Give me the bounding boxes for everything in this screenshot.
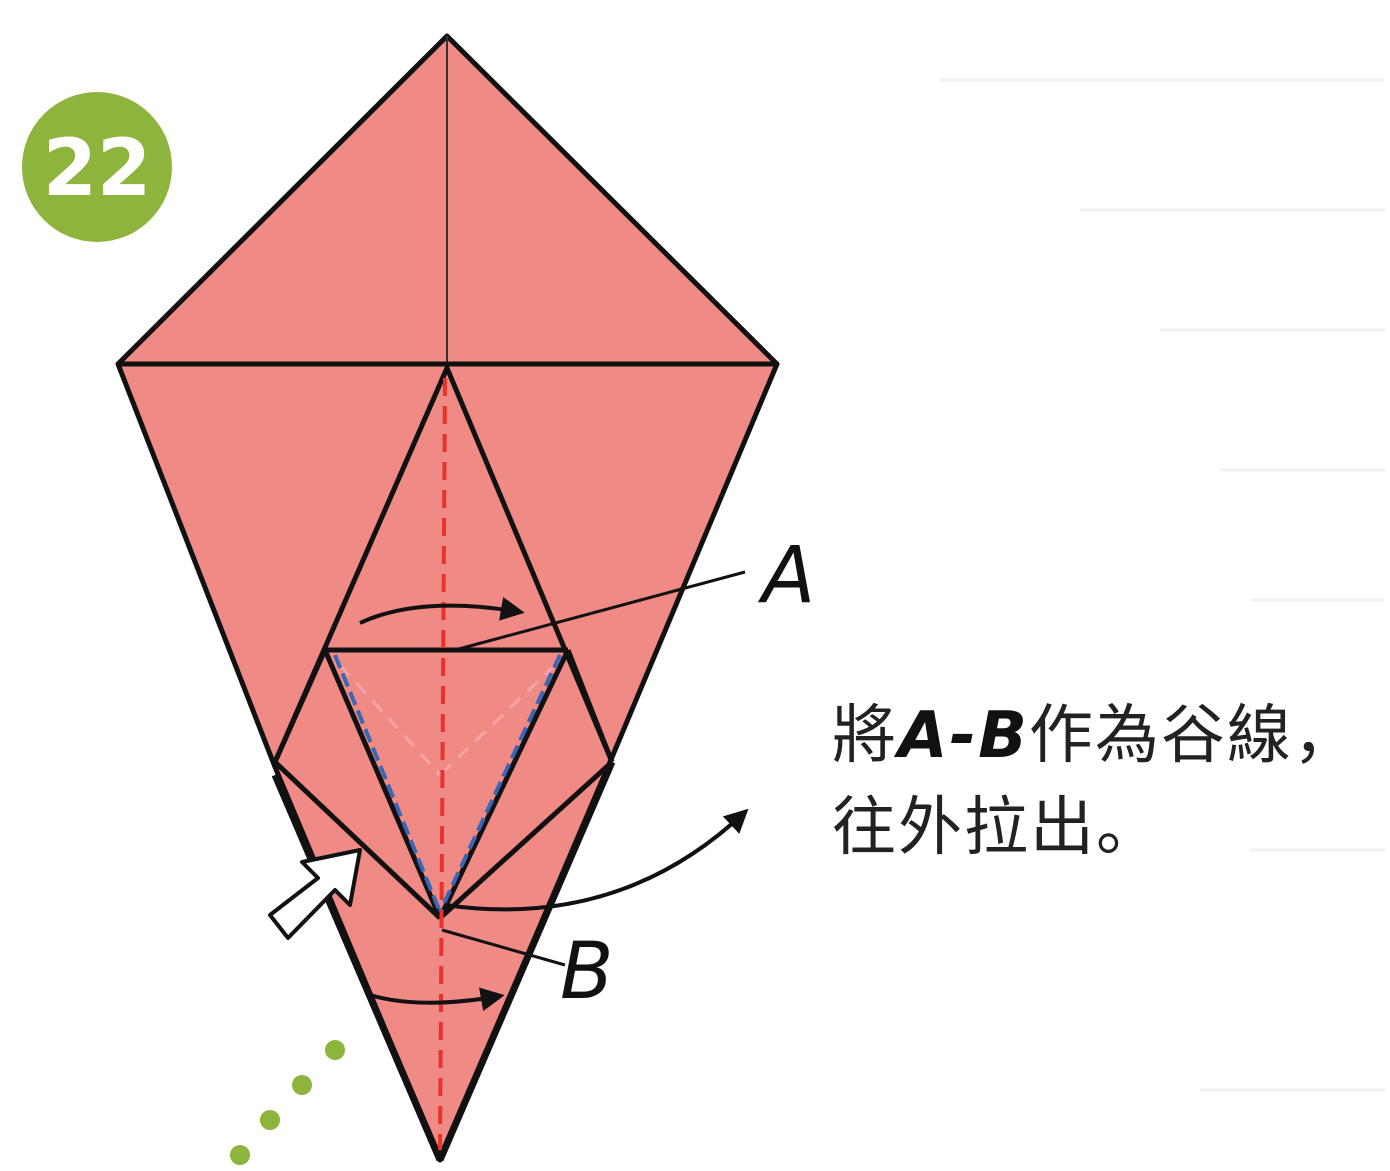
step-badge: 22 [22, 92, 172, 242]
label-b: B [560, 927, 614, 1017]
lower-fold-arrow [369, 987, 505, 1012]
paper-lower-body [115, 361, 780, 1163]
background-guide-lines [940, 78, 1385, 1092]
push-direction-arrow [268, 848, 362, 940]
pull-out-arrow [444, 808, 749, 912]
a-pointer-line [454, 570, 746, 652]
b-pointer-line [441, 928, 566, 967]
step-number: 22 [43, 124, 152, 214]
green-dotted-trail [230, 1040, 345, 1165]
valley-fold-lines [333, 654, 562, 913]
instruction-line-2: 往外拉出。 [832, 791, 1162, 865]
left-lower-edge [271, 773, 444, 1162]
instruction-line-1: 將A-B作為谷線， [832, 690, 1382, 782]
instruction-ab: A-B [898, 699, 1029, 773]
right-lower-edge [436, 760, 616, 1162]
faint-inner-creases [338, 663, 557, 777]
instruction-suffix: 作為谷線， [1028, 699, 1359, 773]
inner-fold-lines [272, 365, 615, 920]
instruction-prefix: 將 [832, 699, 898, 773]
instruction-text: 將A-B作為谷線， 往外拉出。 [832, 690, 1382, 874]
label-a: A [757, 531, 815, 621]
center-valley-fold [438, 377, 447, 1151]
upper-fold-arrow [359, 596, 525, 625]
